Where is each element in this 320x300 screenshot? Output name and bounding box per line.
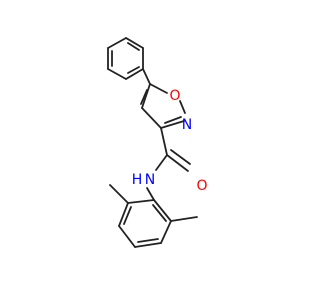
bond bbox=[107, 37, 127, 49]
bond bbox=[149, 83, 168, 94]
bond bbox=[125, 68, 144, 80]
bond bbox=[166, 154, 189, 172]
bond bbox=[179, 100, 186, 114]
bond bbox=[146, 187, 155, 201]
bond bbox=[170, 149, 191, 165]
amide-nitrogen-label: N bbox=[145, 172, 155, 188]
carbonyl-oxygen-label: O bbox=[196, 178, 207, 194]
bond bbox=[160, 220, 172, 244]
bond bbox=[142, 68, 151, 85]
bond bbox=[123, 206, 132, 225]
methyl-bond bbox=[170, 216, 198, 222]
bond bbox=[137, 238, 159, 243]
bond bbox=[134, 242, 162, 248]
phenyl-ring bbox=[107, 37, 144, 80]
structure-canvas: O N O N H bbox=[107, 37, 208, 248]
bond bbox=[118, 202, 129, 227]
bond bbox=[153, 199, 172, 222]
bond bbox=[155, 154, 168, 171]
bond bbox=[160, 120, 185, 129]
isoxazole-ring bbox=[140, 83, 186, 129]
bond bbox=[164, 116, 182, 124]
methyl-bond bbox=[109, 184, 129, 204]
bond bbox=[107, 68, 127, 80]
bond bbox=[127, 66, 140, 74]
bond bbox=[125, 37, 144, 49]
amide-hydrogen-label: H bbox=[132, 172, 143, 188]
ring-nitrogen-label: N bbox=[182, 117, 192, 133]
bond bbox=[160, 127, 168, 156]
bond bbox=[118, 225, 136, 248]
bond bbox=[127, 42, 140, 51]
molecule-diagram: O N O N H bbox=[107, 37, 208, 248]
dimethylphenyl-ring bbox=[118, 199, 172, 248]
bond bbox=[141, 83, 151, 109]
ring-oxygen-label: O bbox=[169, 88, 180, 104]
bond bbox=[127, 199, 155, 204]
bond bbox=[141, 107, 162, 129]
bond bbox=[152, 204, 167, 222]
bond bbox=[140, 89, 148, 105]
